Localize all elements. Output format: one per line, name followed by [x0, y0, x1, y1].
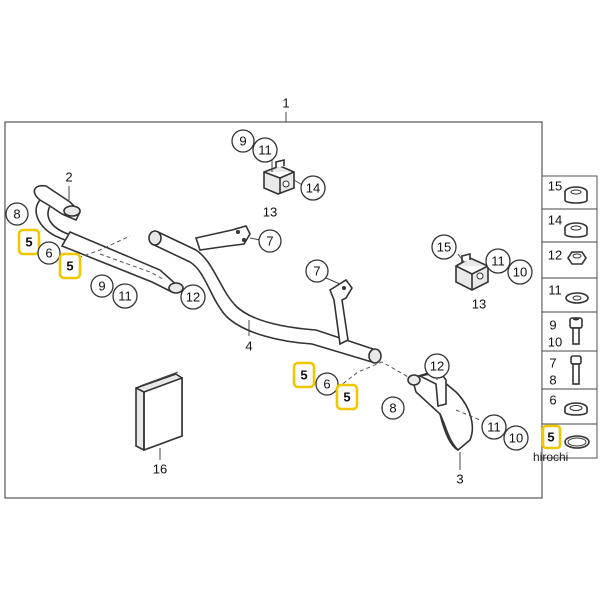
- legend-row-5: 5: [541, 424, 562, 450]
- owner-manual-book: [135, 371, 183, 452]
- callout-8-left: 8: [5, 202, 29, 226]
- callout-3: 3: [456, 472, 463, 487]
- callout-11-top: 11: [252, 137, 278, 163]
- callout-14: 14: [300, 175, 326, 201]
- legend-frame: [541, 175, 598, 459]
- svg-text:11: 11: [491, 254, 505, 269]
- callout-7-top: 7: [258, 229, 282, 253]
- callout-12-right: 12: [424, 353, 450, 379]
- main-handlebar-tube: [148, 230, 382, 364]
- callout-2: 2: [65, 170, 72, 185]
- svg-text:9: 9: [239, 134, 246, 149]
- svg-text:6: 6: [323, 377, 330, 392]
- svg-text:5: 5: [547, 430, 554, 445]
- callout-5-left-a: 5: [17, 228, 41, 256]
- callout-15: 15: [431, 234, 457, 260]
- callout-12-left: 12: [180, 284, 206, 310]
- svg-text:8: 8: [389, 401, 396, 416]
- mount-bracket-upper: [194, 225, 251, 251]
- callout-9-left: 9: [90, 274, 114, 298]
- assembly-line-left-2: [99, 253, 166, 281]
- svg-text:5: 5: [25, 235, 32, 250]
- parts-legend: 15 14 12 11 9 10: [541, 175, 598, 459]
- svg-text:6: 6: [45, 246, 52, 261]
- mount-bracket-lower: [329, 278, 353, 346]
- right-clamp-bracket: [407, 371, 474, 452]
- callout-4: 4: [245, 339, 252, 354]
- svg-text:12: 12: [186, 290, 200, 305]
- svg-text:7: 7: [549, 356, 556, 371]
- legend-row-9-10: 9 10: [548, 317, 583, 350]
- svg-text:13: 13: [472, 297, 486, 312]
- clamp-block-lower: [455, 252, 489, 291]
- watermark-text: hirochi: [533, 450, 568, 464]
- legend-row-12: 12: [548, 248, 587, 265]
- callout-7-right: 7: [305, 259, 329, 283]
- svg-text:5: 5: [66, 259, 73, 274]
- svg-text:12: 12: [548, 248, 562, 263]
- svg-text:11: 11: [118, 289, 132, 304]
- assembly-line-right-2: [455, 409, 481, 421]
- callout-5-right-a: 5: [292, 361, 316, 389]
- svg-text:12: 12: [430, 359, 444, 374]
- callout-13-right: 13: [472, 297, 486, 312]
- svg-text:3: 3: [456, 472, 463, 487]
- callout-10-right-bottom: 10: [503, 425, 529, 451]
- callout-11-right-top: 11: [485, 248, 511, 274]
- svg-text:6: 6: [549, 393, 556, 408]
- svg-text:13: 13: [263, 205, 277, 220]
- svg-text:11: 11: [548, 283, 562, 298]
- callout-16: 16: [153, 462, 167, 477]
- left-clamp-bracket: [33, 184, 97, 251]
- callout-5-left-b: 5: [58, 252, 82, 280]
- svg-text:14: 14: [306, 181, 320, 196]
- callout-6-right: 6: [315, 372, 339, 396]
- legend-row-14: 14: [548, 213, 588, 238]
- svg-text:7: 7: [313, 264, 320, 279]
- callout-11-left: 11: [112, 283, 138, 309]
- svg-text:5: 5: [343, 390, 350, 405]
- svg-text:4: 4: [245, 339, 252, 354]
- legend-row-11: 11: [548, 283, 589, 304]
- leader-7b: [325, 277, 341, 285]
- svg-text:15: 15: [437, 240, 451, 255]
- svg-text:16: 16: [153, 462, 167, 477]
- svg-text:9: 9: [98, 279, 105, 294]
- svg-text:7: 7: [266, 234, 273, 249]
- svg-text:10: 10: [509, 431, 523, 446]
- callout-13-top: 13: [263, 205, 277, 220]
- leader-15: [457, 253, 465, 263]
- svg-text:8: 8: [549, 373, 556, 388]
- callout-8-right: 8: [381, 396, 405, 420]
- svg-text:11: 11: [258, 143, 272, 158]
- svg-text:10: 10: [548, 335, 562, 350]
- svg-text:10: 10: [513, 265, 527, 280]
- main-assembly-label: 1: [282, 96, 289, 111]
- svg-text:15: 15: [548, 179, 562, 194]
- callout-5-right-b: 5: [335, 383, 359, 411]
- legend-row-6: 6: [549, 393, 588, 416]
- callout-9-top: 9: [231, 129, 255, 153]
- svg-text:11: 11: [487, 420, 501, 435]
- svg-text:8: 8: [13, 207, 20, 222]
- callout-10-right-top: 10: [507, 259, 533, 285]
- legend-row-15: 15: [548, 179, 588, 204]
- clamp-block-upper: [263, 158, 295, 195]
- bolt-icon: [570, 355, 582, 365]
- leader-7a: [249, 237, 261, 241]
- svg-text:2: 2: [65, 170, 72, 185]
- svg-text:14: 14: [548, 213, 562, 228]
- callout-6-left: 6: [37, 241, 61, 265]
- svg-text:5: 5: [300, 368, 307, 383]
- left-cross-bar: [60, 230, 184, 294]
- svg-text:9: 9: [549, 318, 556, 333]
- callout-11-right-bottom: 11: [481, 414, 507, 440]
- legend-row-7-8: 7 8: [549, 355, 582, 388]
